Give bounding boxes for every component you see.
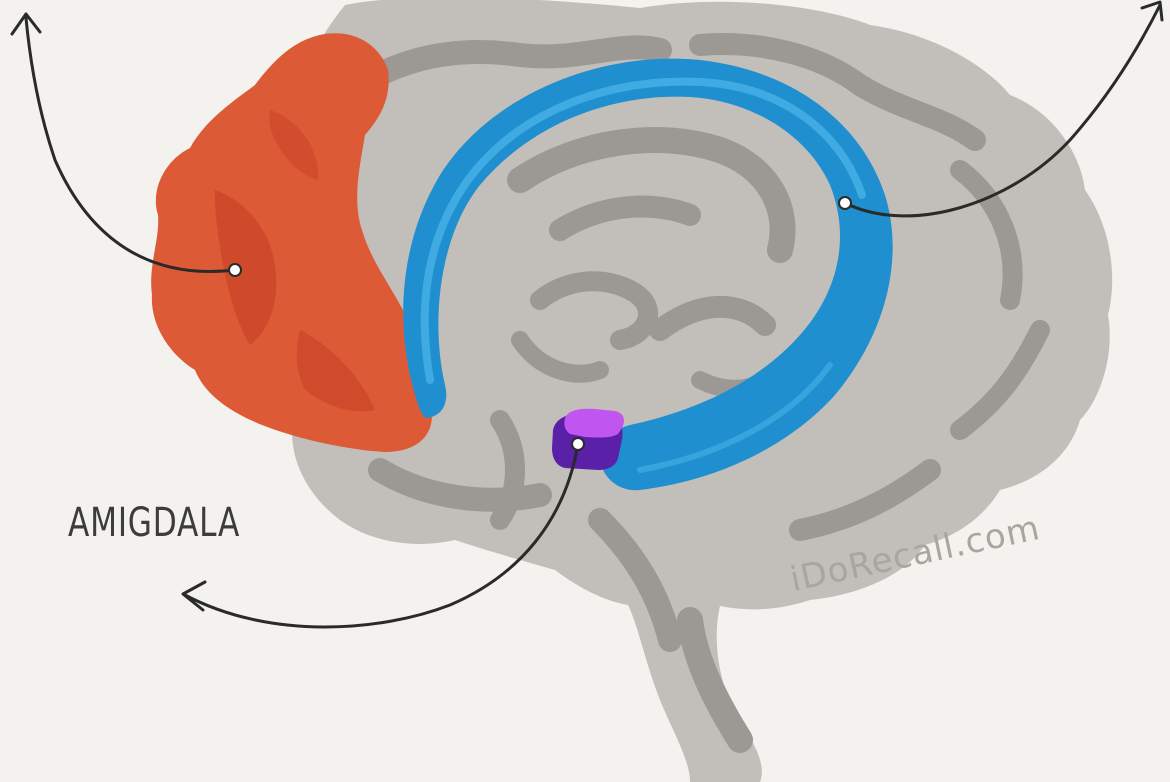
label-amygdala: AMIGDALA — [68, 500, 240, 546]
arrowhead-cingulate-icon — [1142, 2, 1162, 20]
arrowhead-amygdala-icon — [183, 582, 205, 610]
amygdala-region — [552, 409, 624, 470]
pointer-dot-frontal-icon — [229, 264, 241, 276]
pointer-dot-cingulate-icon — [839, 197, 851, 209]
pointer-dot-amygdala-icon — [572, 438, 584, 450]
